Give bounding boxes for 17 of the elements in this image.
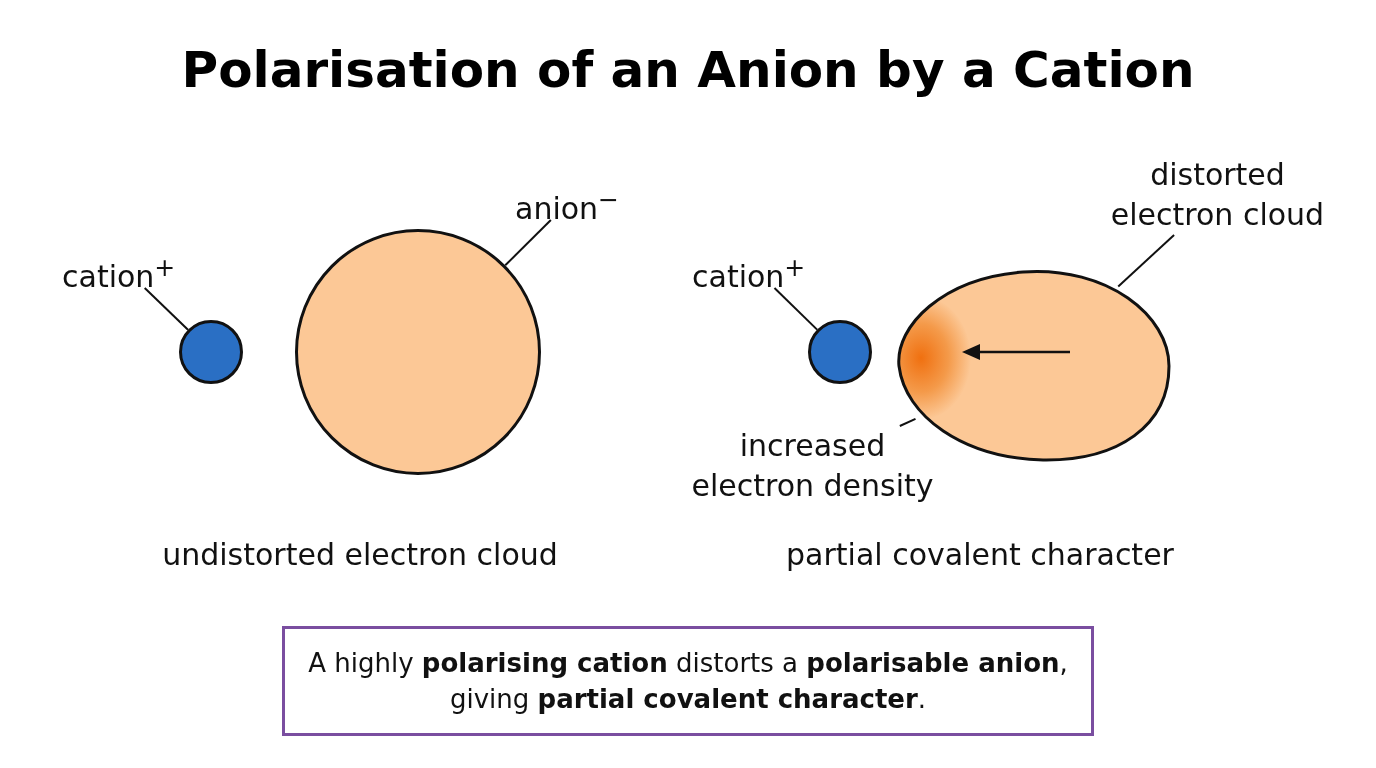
label-text: distorted electron cloud (1109, 156, 1326, 234)
caption-label: undistorted electron cloud (161, 536, 559, 574)
label-text: cation$^{+}$ (62, 252, 177, 296)
caption-label: partial covalent character (785, 536, 1175, 574)
title: Polarisation of an Anion by a Cation (181, 40, 1195, 101)
leader-line (898, 417, 917, 427)
leader-line (504, 219, 552, 267)
leader-line (773, 287, 819, 331)
leader-line (1117, 234, 1176, 288)
cation-circle (179, 320, 243, 384)
cation-circle (808, 320, 872, 384)
note-text: A highly polarising cation distorts a polarisable anion, giving partial covalent character. (307, 647, 1069, 716)
summary-note (282, 626, 1094, 736)
label-text: cation$^{+}$ (692, 252, 807, 296)
leader-line (143, 287, 189, 331)
label-text: anion$^{−}$ (515, 184, 621, 228)
label-text: increased electron density (690, 427, 935, 505)
